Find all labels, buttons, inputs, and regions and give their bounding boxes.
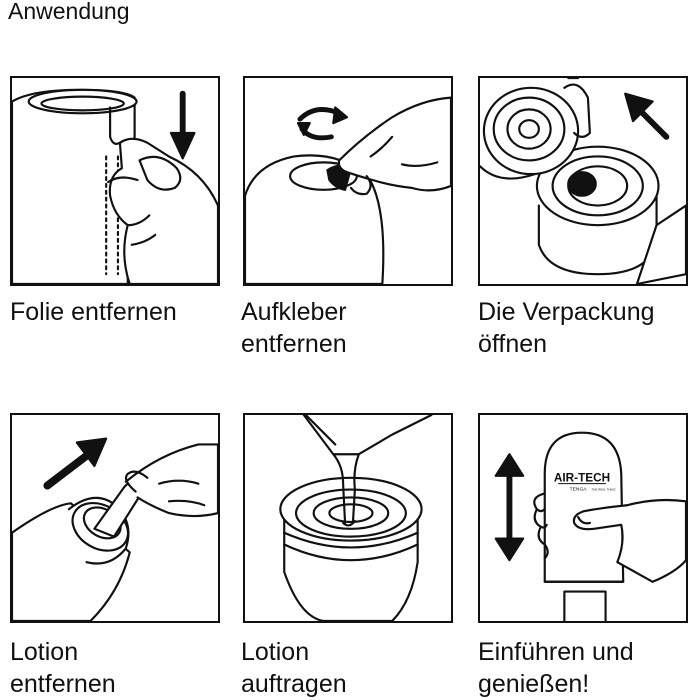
step-6-caption-line2: genießen! xyxy=(478,670,590,698)
step-5-caption-line1: Lotion xyxy=(241,638,310,666)
device-tagline-text: THE REAL THING xyxy=(592,488,617,492)
step-4-caption-line2: entfernen xyxy=(10,670,116,698)
step-5-caption: Lotion auftragen xyxy=(241,636,466,700)
step-3-caption-line2: öffnen xyxy=(478,330,548,358)
step-1-caption: Folie entfernen xyxy=(10,296,235,328)
device-sub-text: TENGA xyxy=(570,487,588,493)
step-2-illustration xyxy=(243,76,453,286)
device-brand-text: AIR-TECH xyxy=(554,472,610,485)
step-2-caption: Aufkleber entfernen xyxy=(241,296,466,360)
step-1-caption-line1: Folie entfernen xyxy=(10,298,177,326)
step-2-caption-line2: entfernen xyxy=(241,330,347,358)
step-5-illustration xyxy=(243,413,453,623)
step-3-illustration xyxy=(478,76,688,286)
step-4-illustration xyxy=(10,413,220,623)
step-1-illustration xyxy=(10,76,220,286)
step-4-caption-line1: Lotion xyxy=(10,638,79,666)
step-4-caption: Lotion entfernen xyxy=(10,636,235,700)
step-2-caption-line1: Aufkleber xyxy=(241,298,347,326)
step-6-caption-line1: Einführen und xyxy=(478,638,634,666)
step-6-illustration: AIR-TECH TENGA THE REAL THING xyxy=(478,413,688,623)
page-heading: Anwendung xyxy=(8,0,130,24)
step-5-caption-line2: auftragen xyxy=(241,670,347,698)
step-3-caption: Die Verpackung öffnen xyxy=(478,296,700,360)
step-3-caption-line1: Die Verpackung xyxy=(478,298,655,326)
step-6-caption: Einführen und genießen! xyxy=(478,636,700,700)
